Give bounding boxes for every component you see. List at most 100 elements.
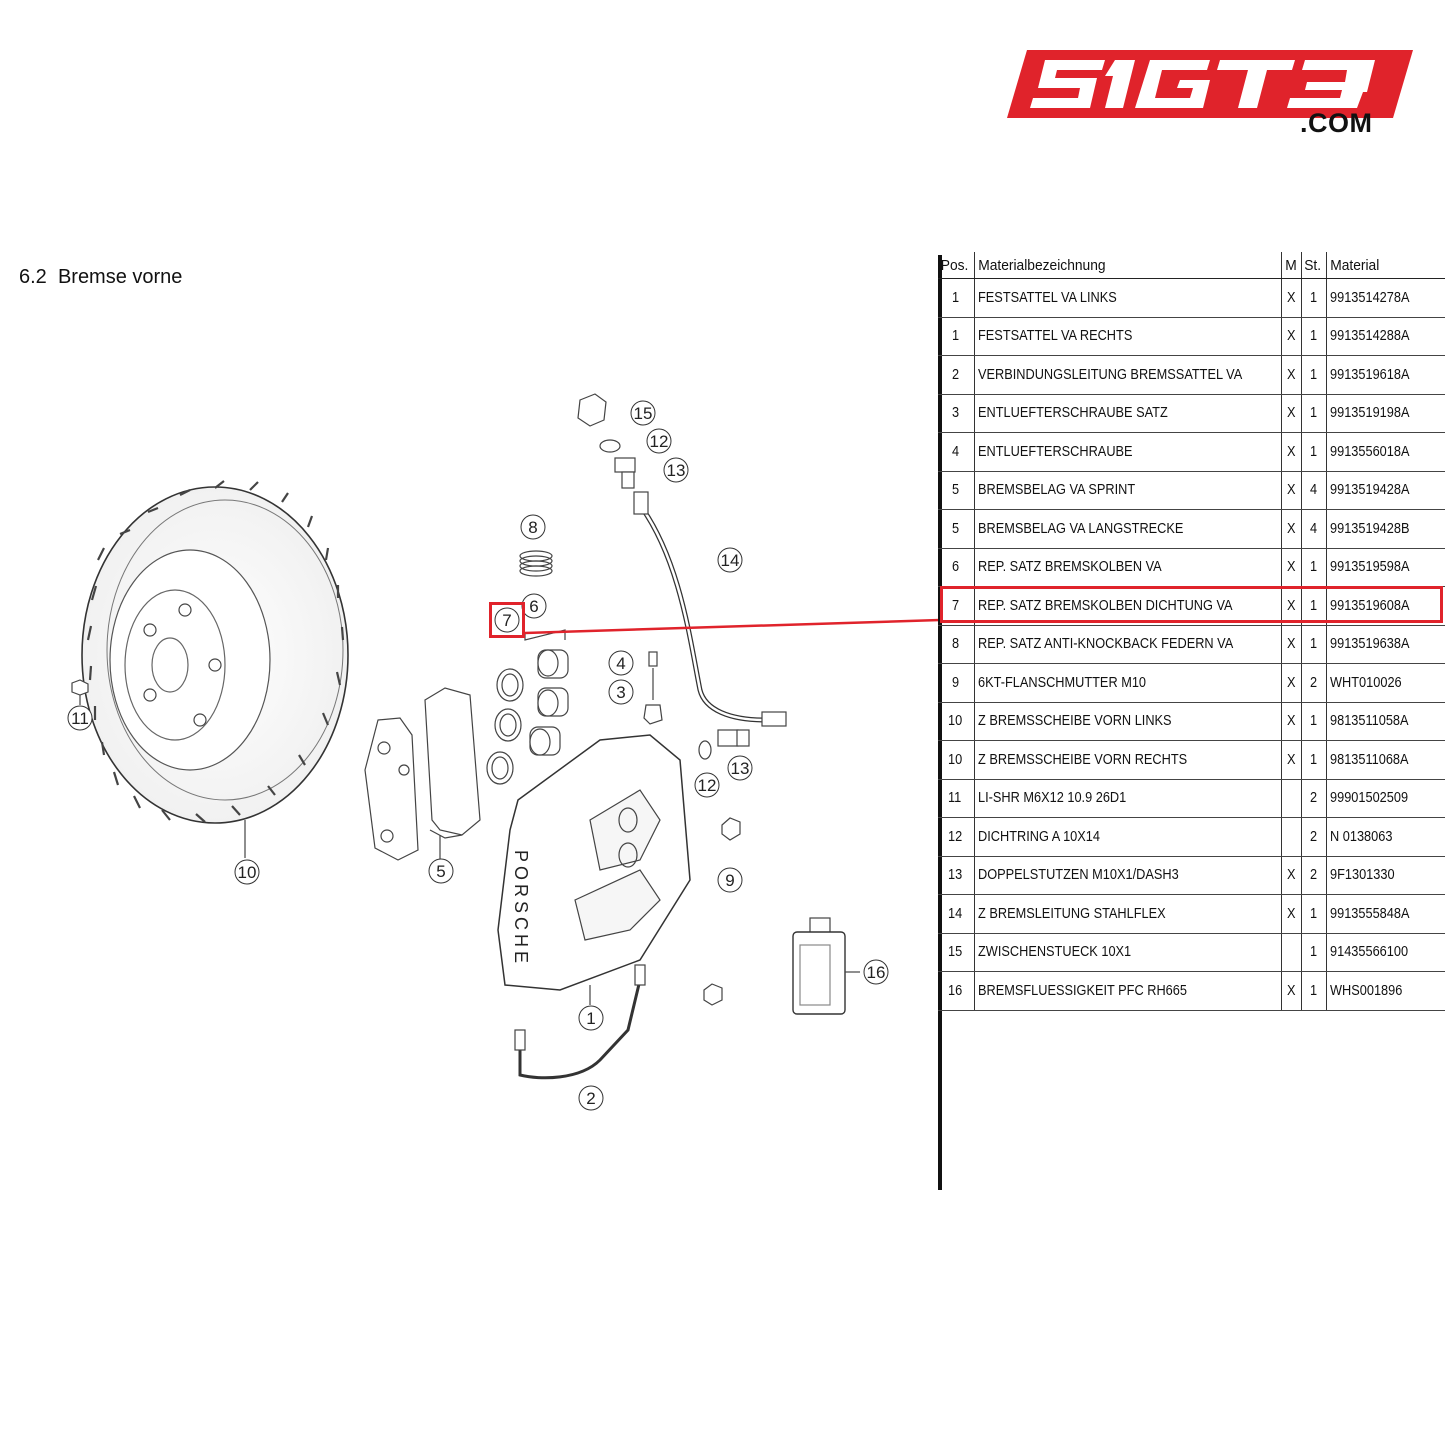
row-material: 9913514278A [1326,278,1445,318]
row-material: 9813511058A [1326,702,1445,741]
header-pos: Pos. [938,252,972,279]
row-pos-text: 9 [951,674,960,691]
row-name: Z BREMSSCHEIBE VORN RECHTS [974,740,1282,780]
callout-3[interactable]: 3 [608,679,634,705]
row-m-text: X [1286,328,1296,345]
row-st-text: 4 [1309,520,1318,537]
row-m-text: X [1286,751,1296,768]
sigt3-logo[interactable] [1005,33,1415,143]
row-m-text: X [1286,405,1296,422]
row-m: X [1281,702,1302,741]
row-material: WHT010026 [1326,663,1445,703]
callout-1[interactable]: 1 [578,1005,604,1031]
row-material: 9913519638A [1326,625,1445,664]
callout-label: 12 [650,432,669,451]
row-m-text: X [1286,674,1296,691]
callout-6[interactable]: 6 [521,593,547,619]
row-st-text: 1 [1309,289,1318,306]
callout-16[interactable]: 16 [863,959,889,985]
adapter-fitting-part [577,393,636,489]
row-m [1281,779,1302,818]
section-name: Bremse vorne [57,266,183,288]
row-name: FESTSATTEL VA LINKS [974,278,1282,318]
row-m-text: X [1286,559,1296,576]
row-pos-text: 14 [947,905,963,922]
row-m-text: X [1286,713,1296,730]
row-m: X [1281,394,1302,433]
callout-12-top[interactable]: 12 [646,428,672,454]
row-m: X [1281,625,1302,664]
callout-2[interactable]: 2 [578,1085,604,1111]
callout-label: 16 [867,963,886,982]
row-material-text: 9913514288A [1330,328,1410,345]
row-name: REP. SATZ ANTI-KNOCKBACK FEDERN VA [974,625,1282,664]
row-material: 9F1301330 [1326,856,1445,895]
row-material-text: 9913519608A [1330,597,1410,614]
row-name: REP. SATZ BREMSKOLBEN DICHTUNG VA [974,586,1282,626]
row-st: 1 [1300,548,1327,587]
callout-label: 3 [616,683,625,702]
row-name-text: 6KT-FLANSCHMUTTER M10 [978,674,1147,691]
row-m-text: X [1286,482,1296,499]
row-pos: 11 [938,779,975,818]
brake-pads-part [364,687,481,870]
row-pos: 1 [938,278,975,318]
callout-label: 6 [529,597,538,616]
row-m-text: X [1286,597,1296,614]
row-pos: 9 [938,663,975,703]
callout-11[interactable]: 11 [67,705,93,731]
callout-8[interactable]: 8 [520,514,546,540]
row-pos-text: 10 [947,751,963,768]
callout-5[interactable]: 5 [428,858,454,884]
highlight-box-callout-7 [489,602,525,638]
callout-14[interactable]: 14 [717,547,743,573]
row-material: 9913519608A [1326,586,1445,626]
callout-10[interactable]: 10 [234,859,260,885]
row-name: ENTLUEFTERSCHRAUBE SATZ [974,394,1282,433]
row-material-text: 9913556018A [1330,443,1410,460]
row-name: ZWISCHENSTUECK 10X1 [974,933,1282,972]
row-material-text: 9913519598A [1330,559,1410,576]
callout-label: 14 [721,551,740,570]
callout-label: 2 [586,1089,595,1108]
row-m-text: X [1286,982,1296,999]
row-pos-text: 8 [951,636,960,653]
callout-9[interactable]: 9 [717,867,743,893]
row-name-text: VERBINDUNGSLEITUNG BREMSSATTEL VA [978,366,1243,383]
row-m: X [1281,856,1302,895]
row-m: X [1281,355,1302,395]
row-name-text: ENTLUEFTERSCHRAUBE [978,443,1133,460]
row-material-text: 9913514278A [1330,289,1410,306]
callout-12-side[interactable]: 12 [694,772,720,798]
callout-7[interactable]: 7 [494,607,520,633]
row-name-text: LI-SHR M6X12 10.9 26D1 [978,790,1127,807]
row-pos-text: 1 [951,328,960,345]
row-st-text: 2 [1309,790,1318,807]
row-pos-text: 2 [951,366,960,383]
callout-4[interactable]: 4 [608,650,634,676]
callout-13-top[interactable]: 13 [663,457,689,483]
callout-13-side[interactable]: 13 [727,755,753,781]
callout-15[interactable]: 15 [630,400,656,426]
row-name-text: REP. SATZ ANTI-KNOCKBACK FEDERN VA [978,636,1234,653]
row-pos-text: 4 [951,443,960,460]
